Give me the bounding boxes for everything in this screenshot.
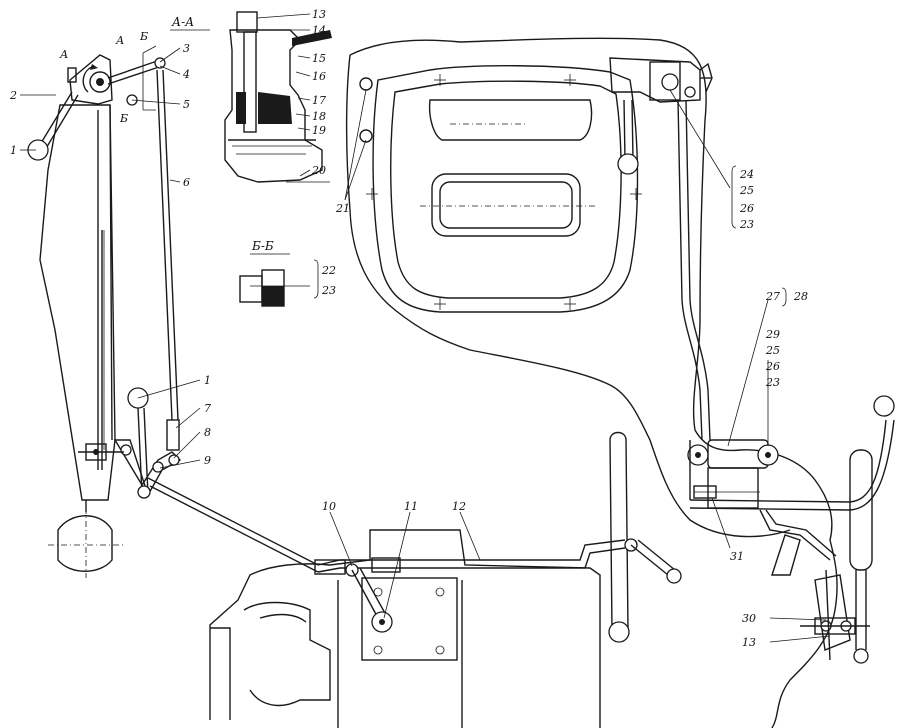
right-lower-mechanism [687,395,895,576]
callout-8: 8 [204,426,211,439]
callout-5: 5 [183,98,190,111]
callout-group-b-26: 26 [765,360,780,373]
rod-12-linkage [314,431,682,643]
callout-group-b-25: 25 [765,344,780,357]
bracket-27-28 [781,287,787,307]
right-gear-lever [800,449,873,664]
callout-group-b-23: 23 [765,376,780,389]
callout-22: 22 [321,264,336,277]
section-mark-a-left: А [59,48,68,61]
callout-20: 20 [311,164,326,177]
right-upper-bracket [609,57,713,103]
callout-28: 28 [793,290,808,303]
callout-14: 14 [312,24,326,37]
cab-floor-outline [345,37,838,728]
section-mark-a-right: А [115,34,124,47]
callout-17: 17 [312,94,326,107]
rod-6 [156,69,180,451]
right-vertical-rod [617,99,711,441]
cab-floor-hatch [359,65,642,313]
callout-18: 18 [312,110,326,123]
callout-31: 31 [730,550,744,563]
callout-1-mid: 1 [204,374,211,387]
bracket-group-a [731,165,737,229]
callout-27: 27 [765,290,780,303]
callout-group-a-24: 24 [739,168,754,181]
top-pedal-assembly [27,45,166,161]
leader-lines [20,13,831,643]
callout-21: 21 [335,202,350,215]
callout-13-top: 13 [312,8,326,21]
callout-3: 3 [183,42,190,55]
callout-30: 30 [742,612,756,625]
callout-16: 16 [312,70,326,83]
left-mount-panel [39,104,116,501]
callout-10: 10 [322,500,336,513]
section-mark-b-top: Б [139,30,148,43]
callout-6: 6 [183,176,190,189]
callout-group-a-23: 23 [739,218,754,231]
callout-9: 9 [204,454,211,467]
callout-1-top: 1 [10,144,17,157]
callout-19: 19 [312,124,326,137]
section-bb-part [239,269,310,307]
callout-12: 12 [452,500,466,513]
callout-23-bb: 23 [321,284,336,297]
rod-9 [147,477,319,573]
bracket-bb [313,259,319,299]
callout-4: 4 [182,68,190,81]
callout-group-a-26: 26 [739,202,754,215]
callout-7: 7 [204,402,211,415]
lower-pedal [48,500,124,578]
callout-2: 2 [9,89,17,102]
callout-group-a-25: 25 [739,184,754,197]
middle-lever-assembly [78,387,182,499]
section-aa-detail [224,11,332,183]
callout-15: 15 [312,52,326,65]
section-aa-title: А-А [171,15,194,29]
callout-11: 11 [404,500,418,513]
section-mark-b-bottom: Б [119,112,128,125]
callout-group-b-29: 29 [765,328,780,341]
callout-13-bottom: 13 [742,636,756,649]
section-bb-title: Б-Б [251,239,274,253]
gearbox-housing [209,529,601,728]
